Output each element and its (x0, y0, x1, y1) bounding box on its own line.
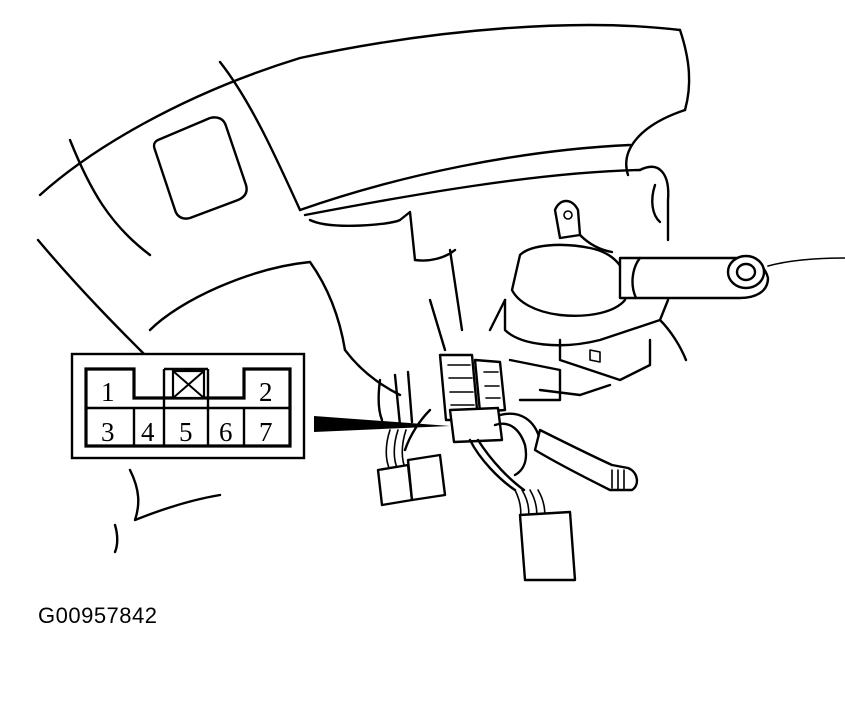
column-connector (428, 248, 507, 444)
pin-label-6: 6 (219, 417, 233, 447)
crossed-box-icon (171, 369, 206, 400)
figure-code: G00957842 (38, 603, 158, 628)
column-lever (533, 428, 639, 492)
pin-label-4: 4 (141, 417, 155, 447)
pin-label-3: 3 (101, 417, 115, 447)
pin-label-1: 1 (101, 377, 115, 407)
dashboard-outline (36, 23, 691, 397)
pin-label-7: 7 (259, 417, 273, 447)
pin-label-2: 2 (259, 377, 273, 407)
steering-column (503, 165, 845, 402)
dash-vent-panel (152, 116, 248, 220)
wiring-harness (376, 370, 577, 582)
pin-label-5: 5 (179, 417, 193, 447)
connector-face-inset: 1 2 3 4 5 6 7 (70, 352, 306, 460)
pointer-arrow-icon (314, 416, 450, 432)
